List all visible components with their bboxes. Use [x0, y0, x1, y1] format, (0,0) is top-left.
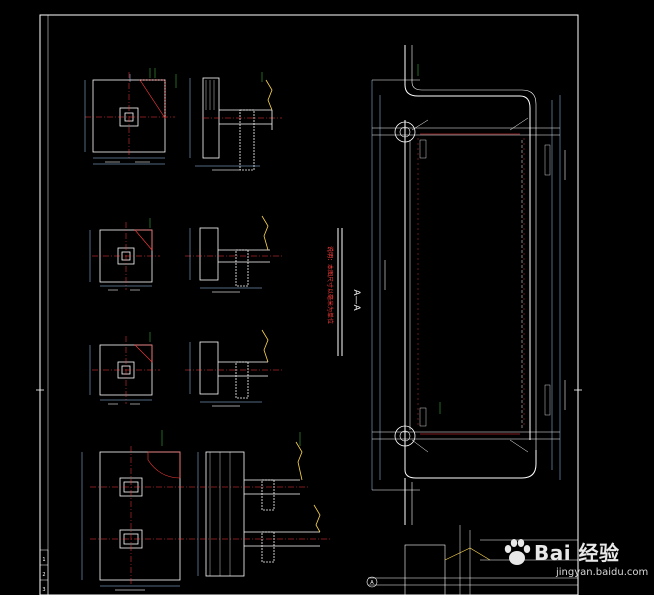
vertical-note: 说明：本图尺寸以毫米为单位	[326, 246, 334, 324]
dimension-labels	[105, 150, 566, 591]
main-section-frame	[371, 45, 561, 525]
side-strip-cell-1: 1	[42, 557, 45, 563]
section-marker: A	[370, 580, 374, 586]
watermark-brand: Bai 经验	[534, 541, 620, 565]
baidu-watermark: Bai 经验 jingyan.baidu.com	[494, 529, 648, 589]
detail-plan-1	[84, 72, 175, 165]
bottom-right-detail: A	[366, 525, 578, 595]
section-label: A—A	[351, 289, 361, 311]
detail-section-2	[185, 215, 282, 289]
detail-plan-2	[89, 222, 160, 290]
watermark-url: jingyan.baidu.com	[556, 567, 649, 578]
side-strip-cell-3: 3	[42, 587, 45, 593]
side-strip-cell-2: 2	[42, 572, 45, 578]
sheet-border	[36, 14, 582, 595]
side-strip: 1 2 3	[39, 549, 49, 595]
paw-icon	[504, 539, 531, 565]
detail-plan-4	[81, 446, 200, 587]
section-title-block: A—A 说明：本图尺寸以毫米为单位	[326, 228, 361, 356]
detail-plan-3	[89, 336, 160, 404]
detail-section-3	[185, 329, 282, 403]
detail-section-4	[197, 441, 330, 577]
annotation-ticks	[149, 64, 441, 446]
detail-section-1	[189, 77, 282, 171]
